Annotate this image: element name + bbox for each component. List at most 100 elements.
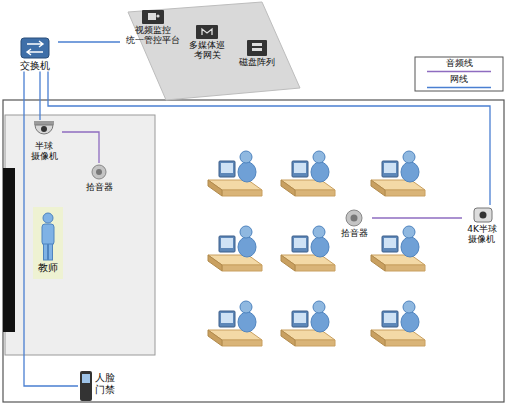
camera-body (474, 208, 492, 222)
mic-center (351, 215, 358, 222)
terminal-body (80, 371, 92, 401)
teacher-body (42, 224, 54, 245)
student-desk (281, 301, 335, 346)
podium-area (5, 115, 155, 355)
mic-body (346, 210, 362, 226)
device-body (247, 40, 267, 56)
face-terminal-icon (80, 371, 92, 401)
student-desk (281, 151, 335, 196)
desk-side (281, 330, 295, 346)
monitor-screen (384, 313, 396, 323)
monitor (219, 161, 235, 177)
device-label: 半球 摄像机 (31, 141, 58, 162)
student-body (401, 237, 419, 257)
teacher-figure (33, 207, 63, 279)
switch-arrows (27, 41, 43, 55)
student-body (311, 162, 329, 182)
legend-line (427, 71, 491, 73)
mic-center (96, 169, 102, 175)
disk-array-icon (247, 40, 267, 56)
device-body (196, 25, 218, 39)
legend-sample (427, 86, 491, 89)
switch-node: 交换机 (12, 36, 58, 72)
switch-body (21, 38, 49, 58)
mic-body (92, 165, 106, 179)
student-body (238, 237, 256, 257)
monitor-screen (294, 313, 306, 323)
monitor (219, 236, 235, 252)
4k-camera-icon (474, 208, 492, 222)
camera-base (34, 121, 54, 125)
device-label: 交换机 (20, 60, 50, 72)
camera-dome (35, 125, 53, 134)
student-desk (208, 226, 262, 271)
student-head (403, 151, 415, 163)
desk-front (295, 190, 335, 196)
gateway-icon (196, 25, 218, 39)
student-desk (208, 151, 262, 196)
camera-node: 半球 摄像机 (26, 120, 62, 162)
student-desk (371, 301, 425, 346)
dome-camera-icon (34, 121, 54, 134)
legend-sample (427, 70, 491, 73)
student-head (313, 301, 325, 313)
monitor-screen (384, 163, 396, 173)
student-body (401, 162, 419, 182)
desk-front (222, 190, 262, 196)
teacher-leg (44, 244, 48, 260)
monitor (219, 311, 235, 327)
device-body (142, 10, 164, 24)
platform-icon (142, 10, 164, 24)
device-label: 拾音器 (341, 228, 368, 238)
device-glyph (148, 13, 156, 20)
device-glyph (252, 48, 262, 51)
device-label: 人脸 门禁 (95, 372, 115, 395)
gateway-node: 多媒体巡 考网关 (182, 24, 232, 61)
student-head (240, 226, 252, 238)
monitor (292, 311, 308, 327)
student-body (311, 237, 329, 257)
student-desk (281, 226, 335, 271)
student-head (403, 301, 415, 313)
monitor (382, 161, 398, 177)
desk-side (371, 180, 385, 196)
device-glyph (156, 14, 159, 17)
camera-lens (480, 212, 487, 219)
student-body (238, 162, 256, 182)
device-glyph (252, 43, 262, 46)
legend-line (427, 87, 491, 89)
microphone-icon (92, 165, 106, 179)
monitor (382, 311, 398, 327)
desk-front (222, 340, 262, 346)
audio-cable (372, 217, 462, 218)
monitor-screen (221, 313, 233, 323)
monitor-screen (221, 238, 233, 248)
desk-side (208, 255, 222, 271)
network-cable (39, 72, 40, 121)
monitor (292, 161, 308, 177)
student-body (311, 312, 329, 332)
monitor (382, 236, 398, 252)
disk-array-node: 磁盘阵列 (232, 39, 282, 67)
camera-node: 4K半球 摄像机 (462, 205, 502, 245)
monitor-screen (384, 238, 396, 248)
student-head (313, 151, 325, 163)
microphone-icon (346, 210, 362, 226)
teacher-ground (33, 207, 63, 279)
desk-front (385, 265, 425, 271)
teacher-head (43, 213, 53, 223)
student-desk (371, 226, 425, 271)
network-cable (58, 41, 120, 42)
desk-side (281, 180, 295, 196)
camera-lens (41, 126, 47, 132)
student-desk (208, 301, 262, 346)
student-desk (371, 151, 425, 196)
legend-item: 音频线 (417, 59, 501, 73)
legend: 音频线网线 (417, 59, 501, 91)
legend-item: 网线 (417, 75, 501, 89)
switch-icon (21, 38, 49, 58)
network-cable (24, 72, 78, 387)
student-head (240, 301, 252, 313)
microphone-node: 拾音器 (336, 209, 372, 238)
